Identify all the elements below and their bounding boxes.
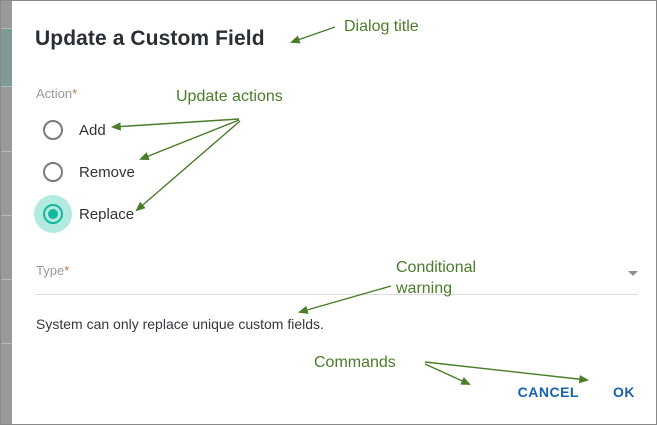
action-radio-group: Add Remove Replace (34, 109, 135, 235)
dialog-actions: CANCEL OK (514, 382, 639, 402)
action-field-label: Action* (36, 86, 77, 101)
page-background-rule (1, 86, 12, 87)
update-custom-field-dialog: Update a Custom Field Action* Add Remove (12, 1, 656, 424)
ok-button[interactable]: OK (609, 382, 639, 402)
chevron-down-icon[interactable] (628, 271, 638, 276)
type-required-asterisk: * (64, 263, 70, 278)
type-field-underline (36, 294, 638, 295)
page-background-strip (1, 1, 12, 424)
conditional-warning-text: System can only replace unique custom fi… (36, 316, 324, 332)
radio-icon-replace-selected[interactable] (43, 204, 63, 224)
action-label-text: Action (36, 86, 73, 101)
radio-halo-replace (34, 195, 72, 233)
radio-label-add: Add (79, 121, 106, 139)
page-background-rule (1, 151, 12, 152)
cancel-button[interactable]: CANCEL (514, 382, 583, 402)
type-label-text: Type (36, 263, 65, 278)
radio-halo-add (34, 111, 72, 149)
radio-label-remove: Remove (79, 163, 135, 181)
radio-dot-replace (48, 209, 58, 219)
action-required-asterisk: * (72, 86, 78, 101)
radio-option-replace[interactable]: Replace (34, 193, 135, 235)
page-background-rule (1, 215, 12, 216)
page-background-rule (1, 343, 12, 344)
radio-icon-remove[interactable] (43, 162, 63, 182)
page-background-rule (1, 279, 12, 280)
radio-option-add[interactable]: Add (34, 109, 135, 151)
radio-icon-add[interactable] (43, 120, 63, 140)
page-background-teal-segment (1, 29, 12, 86)
radio-option-remove[interactable]: Remove (34, 151, 135, 193)
page-background-rule (1, 28, 12, 29)
radio-label-replace: Replace (79, 205, 135, 223)
radio-halo-remove (34, 153, 72, 191)
type-field-label: Type* (36, 263, 69, 278)
dialog-title: Update a Custom Field (35, 27, 265, 50)
